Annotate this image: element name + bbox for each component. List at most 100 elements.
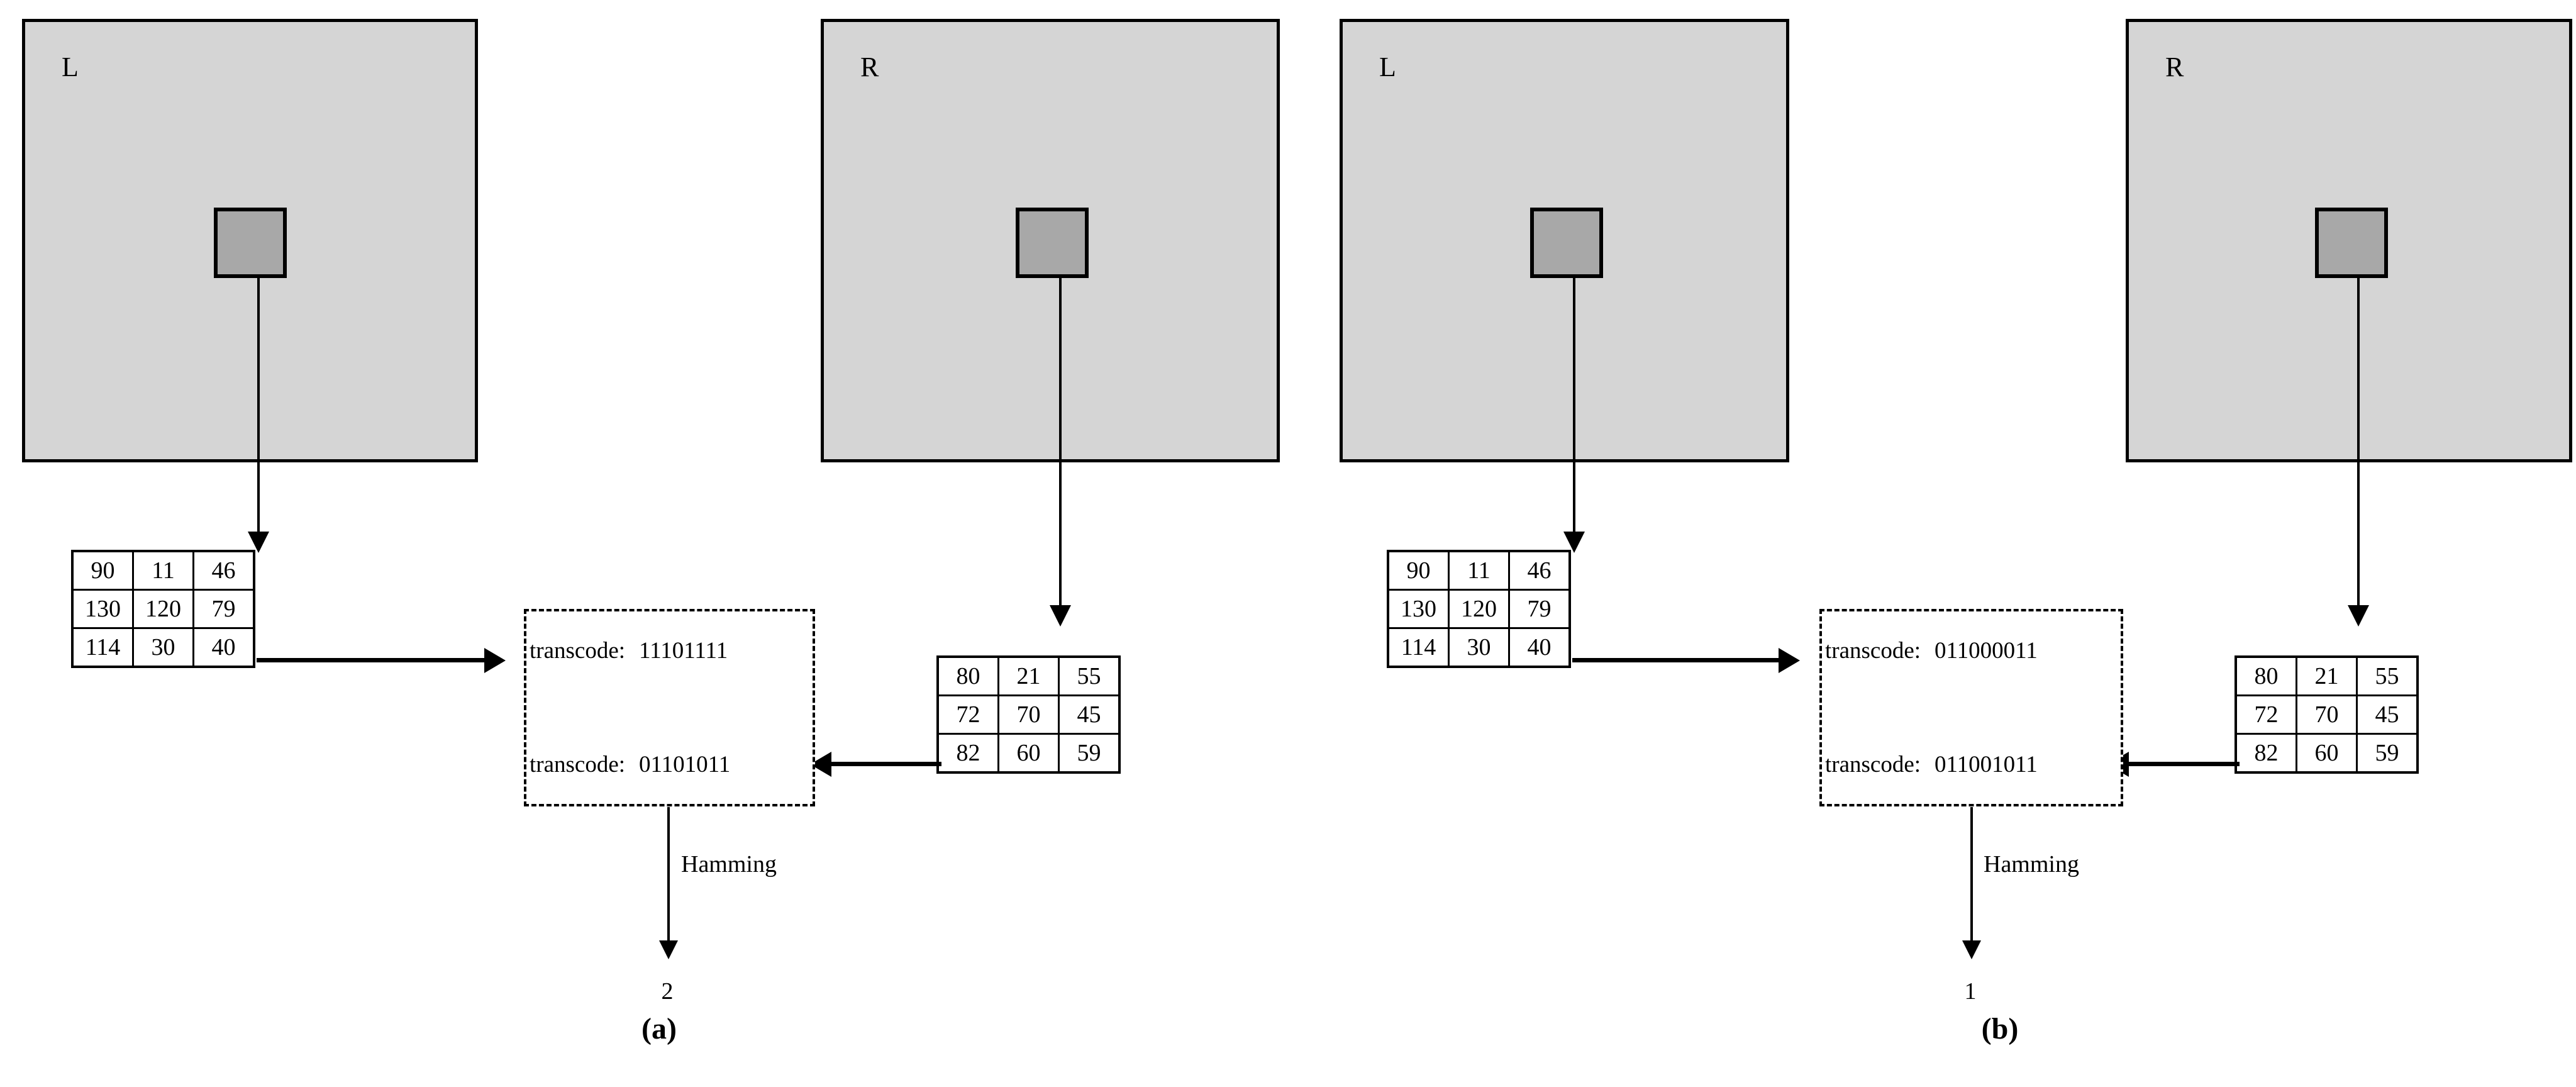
- panel-caption-a: (a): [641, 1012, 677, 1045]
- table-row: 82 60 59: [936, 733, 1121, 774]
- matrix-cell: 114: [71, 627, 134, 668]
- transcode-box-b: transcode:011000011 transcode: 011001011: [1819, 609, 2123, 806]
- matrix-cell: 59: [1058, 733, 1121, 774]
- matrix-cell: 46: [192, 550, 255, 591]
- table-row: 82 60 59: [2235, 733, 2419, 774]
- left-to-code-arrowhead-b: [1779, 648, 1800, 673]
- matrix-cell: 30: [1448, 627, 1510, 668]
- matrix-cell: 90: [1387, 550, 1450, 591]
- right-connector-arrowhead-a: [1050, 605, 1071, 627]
- matrix-cell: 80: [2235, 655, 2297, 696]
- matrix-cell: 82: [936, 733, 999, 774]
- table-row: 90 11 46: [71, 550, 255, 591]
- transcode-label-bottom-b: transcode:: [1825, 752, 1921, 778]
- transcode-line-top-a: transcode: 11101111: [530, 639, 728, 662]
- right-connector-line-a: [1059, 275, 1062, 611]
- table-row: 114 30 40: [71, 627, 255, 668]
- right-to-code-arrow-line-a: [830, 762, 941, 766]
- matrix-cell: 45: [2356, 694, 2419, 735]
- right-image-patch-a: [1016, 208, 1089, 278]
- right-to-code-arrow-line-b: [2128, 762, 2240, 766]
- hamming-label-a: Hamming: [681, 851, 777, 878]
- panel-a: L R 90 11 46 130 120 79 114: [22, 19, 1280, 1045]
- right-image-frame-a: R: [821, 19, 1280, 462]
- left-image-patch-b: [1530, 208, 1603, 278]
- table-row: 72 70 45: [936, 694, 1121, 735]
- panel-caption-b: (b): [1981, 1012, 2019, 1045]
- hamming-arrowhead-b: [1962, 940, 1981, 959]
- matrix-cell: 72: [2235, 694, 2297, 735]
- left-matrix-b: 90 11 46 130 120 79 114 30 40: [1387, 550, 1571, 668]
- matrix-cell: 30: [132, 627, 194, 668]
- right-connector-line-b: [2357, 275, 2360, 611]
- table-row: 130 120 79: [1387, 589, 1571, 629]
- right-matrix-b: 80 21 55 72 70 45 82 60 59: [2235, 655, 2419, 774]
- matrix-cell: 55: [1058, 655, 1121, 696]
- left-to-code-arrow-line-a: [257, 658, 490, 662]
- left-matrix-a: 90 11 46 130 120 79 114 30 40: [71, 550, 255, 668]
- matrix-cell: 59: [2356, 733, 2419, 774]
- left-to-code-arrowhead-a: [484, 648, 506, 673]
- right-matrix-a: 80 21 55 72 70 45 82 60 59: [936, 655, 1121, 774]
- matrix-cell: 79: [1508, 589, 1571, 629]
- left-image-label-b: L: [1379, 52, 1396, 82]
- matrix-cell: 60: [997, 733, 1060, 774]
- hamming-label-b: Hamming: [1984, 851, 2079, 878]
- matrix-cell: 120: [1448, 589, 1510, 629]
- left-connector-line-a: [257, 275, 260, 538]
- matrix-cell: 130: [71, 589, 134, 629]
- matrix-cell: 80: [936, 655, 999, 696]
- matrix-cell: 79: [192, 589, 255, 629]
- right-image-frame-b: R: [2126, 19, 2572, 462]
- transcode-box-a: transcode: 11101111 transcode: 01101011: [524, 609, 815, 806]
- left-image-frame-b: L: [1340, 19, 1789, 462]
- table-row: 114 30 40: [1387, 627, 1571, 668]
- hamming-value-a: 2: [661, 978, 674, 1005]
- matrix-cell: 46: [1508, 550, 1571, 591]
- matrix-cell: 40: [1508, 627, 1571, 668]
- transcode-line-bottom-a: transcode: 01101011: [530, 753, 730, 776]
- matrix-cell: 70: [2296, 694, 2358, 735]
- transcode-bits-bottom-a: 01101011: [639, 752, 731, 778]
- left-connector-arrowhead-b: [1563, 532, 1585, 553]
- matrix-cell: 72: [936, 694, 999, 735]
- matrix-cell: 120: [132, 589, 194, 629]
- panel-b: L R 90 11 46 130 120 79 114 3: [1288, 0, 2576, 1087]
- matrix-cell: 45: [1058, 694, 1121, 735]
- right-connector-arrowhead-b: [2348, 605, 2369, 627]
- left-connector-arrowhead-a: [248, 532, 269, 553]
- transcode-label-top-a: transcode:: [530, 638, 626, 664]
- matrix-cell: 21: [2296, 655, 2358, 696]
- transcode-label-bottom-a: transcode:: [530, 752, 626, 778]
- transcode-line-bottom-b: transcode: 011001011: [1825, 753, 2038, 776]
- matrix-cell: 21: [997, 655, 1060, 696]
- hamming-arrowhead-a: [659, 940, 678, 959]
- matrix-cell: 55: [2356, 655, 2419, 696]
- matrix-cell: 11: [132, 550, 194, 591]
- left-image-patch-a: [214, 208, 287, 278]
- transcode-bits-top-b: 011000011: [1935, 638, 2038, 664]
- transcode-line-top-b: transcode:011000011: [1825, 639, 2038, 662]
- right-image-patch-b: [2315, 208, 2388, 278]
- matrix-cell: 130: [1387, 589, 1450, 629]
- left-image-label-a: L: [62, 52, 79, 82]
- table-row: 80 21 55: [2235, 655, 2419, 696]
- table-row: 90 11 46: [1387, 550, 1571, 591]
- left-image-frame-a: L: [22, 19, 478, 462]
- matrix-cell: 90: [71, 550, 134, 591]
- left-to-code-arrow-line-b: [1572, 658, 1784, 662]
- transcode-bits-top-a: 11101111: [639, 638, 728, 664]
- left-connector-line-b: [1573, 275, 1575, 538]
- matrix-cell: 114: [1387, 627, 1450, 668]
- matrix-cell: 40: [192, 627, 255, 668]
- table-row: 72 70 45: [2235, 694, 2419, 735]
- hamming-arrow-line-a: [667, 807, 670, 947]
- matrix-cell: 82: [2235, 733, 2297, 774]
- transcode-bits-bottom-b: 011001011: [1935, 752, 2038, 778]
- matrix-cell: 60: [2296, 733, 2358, 774]
- matrix-cell: 70: [997, 694, 1060, 735]
- matrix-cell: 11: [1448, 550, 1510, 591]
- table-row: 130 120 79: [71, 589, 255, 629]
- table-row: 80 21 55: [936, 655, 1121, 696]
